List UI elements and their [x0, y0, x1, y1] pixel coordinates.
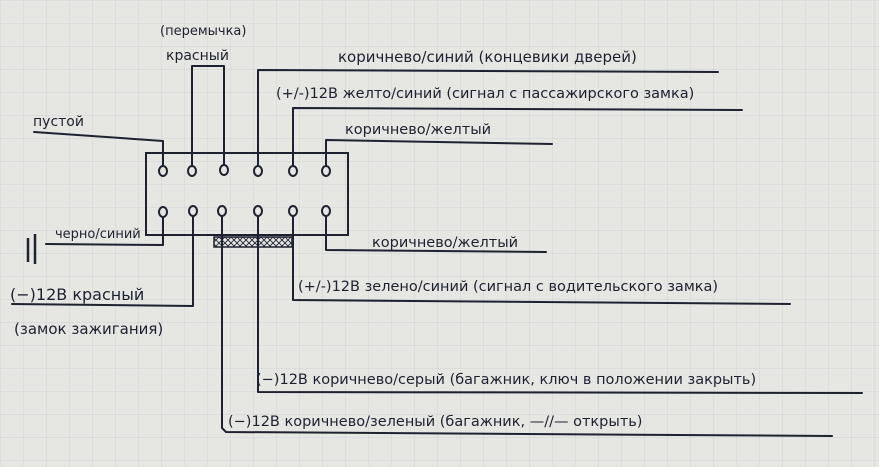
wire-green-blue — [292, 215, 791, 305]
label-black-blue: черно/синий — [55, 227, 141, 242]
label-minus12-brown-gray: (−)12В коричнево/серый (багажник, ключ в… — [256, 372, 756, 388]
wire-yellow-blue — [292, 107, 743, 167]
label-ignition-lock: (замок зажигания) — [14, 320, 163, 338]
label-brown-yellow-top: коричнево/желтый — [345, 122, 491, 138]
label-plus12-green-blue: (+/-)12В зелено/синий (сигнал с водитель… — [298, 279, 718, 295]
wire-brown-green — [221, 215, 833, 437]
label-red: красный — [166, 48, 229, 64]
wire-brown-yellow-top — [325, 139, 553, 167]
ground-symbol — [26, 234, 37, 264]
connector-block — [145, 152, 349, 236]
wire-brown-yellow-bottom — [325, 215, 547, 253]
label-brown-yellow-bottom: коричнево/желтый — [372, 235, 518, 251]
wire-jumper-red — [191, 65, 225, 167]
label-brown-blue: коричнево/синий (концевики дверей) — [338, 48, 637, 66]
hatched-bar — [213, 236, 293, 248]
wire-brown-gray — [257, 215, 863, 394]
label-plus12-yellow-blue: (+/-)12В желто/синий (сигнал с пассажирс… — [276, 86, 694, 102]
wire-red-ignition — [11, 215, 194, 307]
label-minus12-red: (−)12В красный — [10, 285, 144, 304]
wire-empty — [33, 131, 164, 167]
label-jumper-note: (перемычка) — [160, 24, 246, 39]
wire-black-blue — [45, 216, 164, 246]
wire-brown-blue — [257, 69, 719, 167]
label-empty: пустой — [33, 114, 84, 130]
label-minus12-brown-green: (−)12В коричнево/зеленый (багажник, —//—… — [228, 414, 642, 430]
